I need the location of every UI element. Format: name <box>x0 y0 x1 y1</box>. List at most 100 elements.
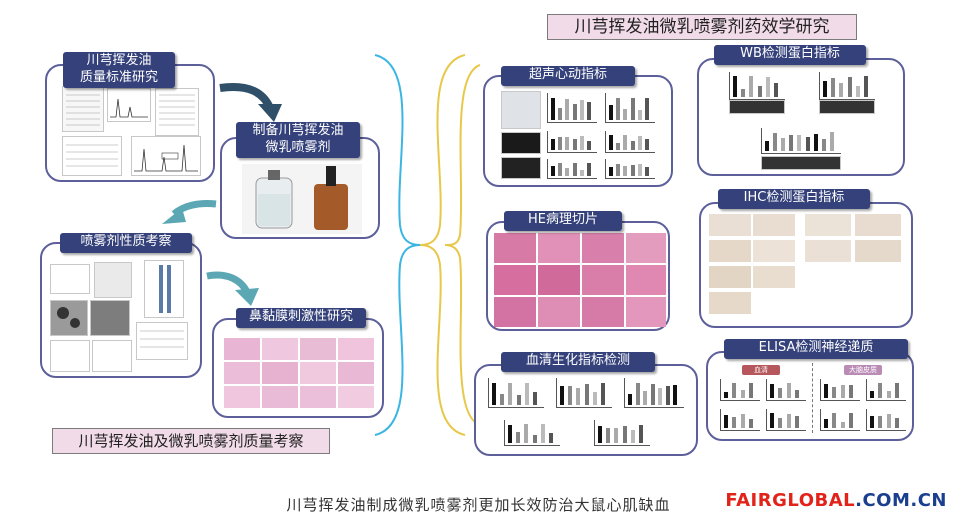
serum-panel <box>474 364 698 456</box>
elisa-bar-chart-2 <box>766 379 806 401</box>
spray-properties-panel <box>40 242 202 378</box>
arrow-to-preparation <box>219 83 282 122</box>
echo-image-2 <box>501 157 541 179</box>
thumb-bar <box>644 139 649 150</box>
wb-panel <box>697 58 905 176</box>
echo-bar-chart-3 <box>547 131 597 153</box>
elisa-bar-chart-3 <box>820 379 860 401</box>
serum-bar-chart-5 <box>594 420 650 446</box>
thumb-bar <box>886 414 891 428</box>
thumb-bar <box>778 388 783 398</box>
thumb-bar <box>623 109 628 120</box>
elisa-bar-chart-8 <box>866 409 906 431</box>
serum-header: 血清生化指标检测 <box>501 352 655 372</box>
wb-bar-chart-1 <box>729 72 785 100</box>
thumb-bar <box>781 138 786 151</box>
chromatogram-thumb-5 <box>131 136 201 176</box>
thumb-bar <box>770 413 774 428</box>
spray-device-thumb <box>94 262 132 298</box>
elisa-bar-chart-5 <box>720 409 760 431</box>
thumb-bar <box>635 383 640 405</box>
left-section-title: 川芎挥发油及微乳喷雾剂质量考察 <box>52 428 330 454</box>
thumb-bar <box>508 383 513 405</box>
chromatogram-thumb-2 <box>107 88 151 122</box>
thumb-bar <box>492 383 496 405</box>
thumb-bar <box>586 141 591 150</box>
right-brace <box>444 64 481 426</box>
he-panel <box>486 221 670 331</box>
spray-properties-header: 喷雾剂性质考察 <box>60 233 192 253</box>
chromatogram-thumb-3 <box>155 88 199 136</box>
thumb-bar <box>638 425 643 443</box>
thumb-bar <box>572 139 577 150</box>
thumb-bar <box>773 133 778 151</box>
thumb-bar <box>609 135 613 150</box>
thumb-bar <box>847 77 852 97</box>
thumb-bar <box>732 383 737 398</box>
thumb-bar <box>650 384 655 405</box>
nasal-irritation-panel <box>212 318 384 418</box>
thumb-bar <box>622 426 627 443</box>
thumb-bar <box>813 134 818 151</box>
wb-blot-2 <box>819 100 875 114</box>
thumb-bar <box>733 76 737 97</box>
thumb-bar <box>644 98 649 120</box>
left-brace <box>374 54 466 436</box>
thumb-bar <box>658 388 663 405</box>
spray-pattern-thumb <box>50 264 90 294</box>
brand-part2: .COM.CN <box>855 490 947 511</box>
thumb-bar <box>757 86 762 97</box>
thumb-bar <box>829 132 834 151</box>
thumb-bar <box>609 167 613 176</box>
thumb-bar <box>894 418 899 428</box>
ihc-header: IHC检测蛋白指标 <box>718 189 870 209</box>
thumb-bar <box>532 435 537 443</box>
tem-thumb-2 <box>90 300 130 336</box>
nasal-irritation-header: 鼻黏膜刺激性研究 <box>236 308 366 328</box>
serum-bar-chart-3 <box>624 378 684 408</box>
figure-caption: 川芎挥发油制成微乳喷雾剂更加长效防治大鼠心肌缺血 <box>286 496 671 514</box>
thumb-bar <box>579 100 584 120</box>
thumb-bar <box>786 383 791 398</box>
thumb-bar <box>548 433 553 443</box>
thumb-bar <box>598 426 602 443</box>
echo-panel <box>483 75 673 187</box>
serum-bar-chart-2 <box>556 378 612 408</box>
thumb-bar <box>565 137 570 150</box>
thumb-bar <box>870 416 874 428</box>
echo-header: 超声心动指标 <box>501 66 635 86</box>
echo-device-photo <box>501 91 541 129</box>
he-header: HE病理切片 <box>504 211 622 231</box>
thumb-bar <box>558 108 563 120</box>
thumb-bar <box>540 424 545 443</box>
thumb-bar <box>616 143 621 150</box>
ihc-image-grid <box>709 214 901 314</box>
thumb-bar <box>558 163 563 176</box>
thumb-bar <box>516 395 521 405</box>
thumb-bar <box>630 141 635 150</box>
thumb-bar <box>794 416 799 428</box>
thumb-bar <box>724 392 728 398</box>
thumb-bar <box>623 166 628 176</box>
thumb-bar <box>572 104 577 120</box>
wb-blot-3 <box>761 156 841 170</box>
arrow-to-spray <box>162 200 217 224</box>
thumb-bar <box>630 165 635 176</box>
elisa-header: ELISA检测神经递质 <box>724 339 908 359</box>
stability-table-thumb <box>136 322 188 360</box>
thumb-bar <box>643 391 648 405</box>
thumb-bar <box>584 384 589 405</box>
arrow-to-nasal <box>206 271 259 306</box>
thumb-bar <box>592 392 597 405</box>
thumb-bar <box>579 170 584 176</box>
thumb-bar <box>524 424 529 443</box>
thumb-bar <box>673 385 678 405</box>
thumb-bar <box>606 428 611 443</box>
elisa-bar-chart-7 <box>820 409 860 431</box>
thumb-bar <box>524 383 529 405</box>
thumb-bar <box>770 384 774 398</box>
thumb-bar <box>778 418 783 428</box>
elisa-divider <box>812 363 813 433</box>
thumb-bar <box>665 386 670 405</box>
thumb-bar <box>500 394 505 405</box>
